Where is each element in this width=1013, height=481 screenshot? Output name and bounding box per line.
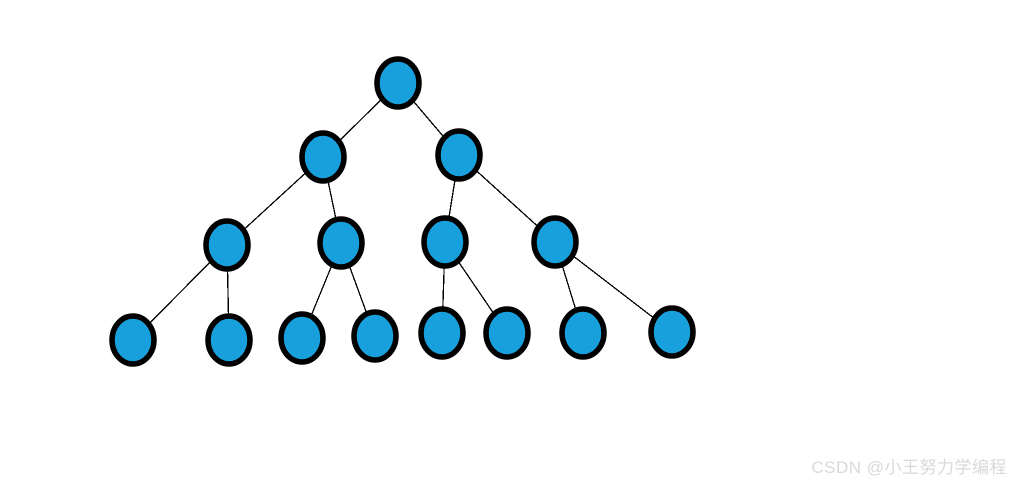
tree-node — [435, 128, 483, 182]
tree-node — [418, 306, 466, 360]
tree-node — [374, 56, 422, 110]
tree-node — [205, 313, 253, 367]
tree-node — [203, 218, 251, 272]
tree-node — [421, 215, 469, 269]
tree-node — [351, 309, 399, 363]
tree-node — [109, 313, 157, 367]
tree-node — [483, 306, 531, 360]
tree-node — [278, 311, 326, 365]
tree-node — [299, 130, 347, 184]
tree-node — [648, 305, 696, 359]
tree-node — [317, 216, 365, 270]
tree-node — [559, 306, 607, 360]
watermark: CSDN @小王努力学编程 — [811, 458, 1007, 477]
tree-node — [531, 215, 579, 269]
